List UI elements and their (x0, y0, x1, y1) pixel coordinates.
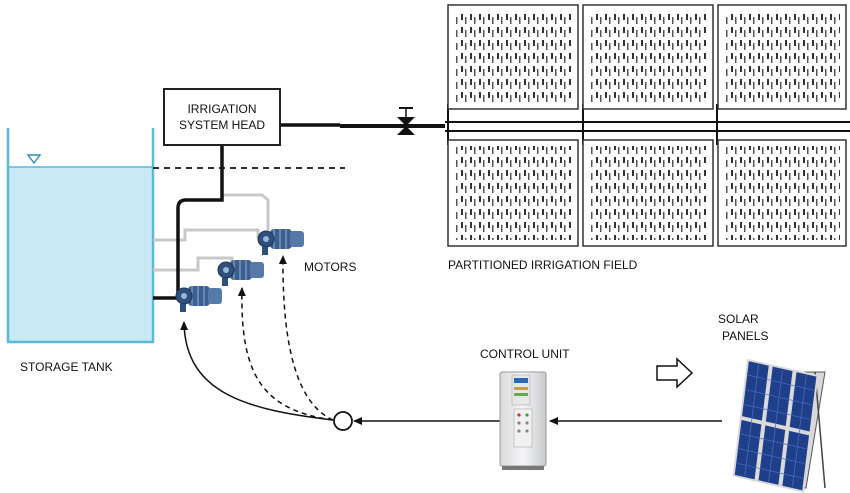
sun-arrow-icon (656, 357, 694, 389)
motors-label: MOTORS (304, 260, 357, 274)
control-unit-label: CONTROL UNIT (480, 347, 570, 361)
active-pipe (153, 123, 340, 300)
field-plot (582, 139, 714, 247)
field-label: PARTITIONED IRRIGATION FIELD (448, 258, 638, 272)
motor-icon (217, 260, 264, 286)
water-level-icon (26, 154, 42, 165)
motor-icon (257, 229, 304, 255)
solar-panels-label-line1: SOLAR (718, 312, 759, 326)
partitioned-field (447, 4, 847, 247)
irrigation-system-head-box: IRRIGATION SYSTEM HEAD (163, 88, 281, 146)
motor-icon (175, 286, 222, 312)
field-plot (447, 139, 579, 247)
main-supply-line (340, 104, 850, 145)
valve-icon (397, 107, 415, 135)
storage-tank-label: STORAGE TANK (20, 360, 113, 374)
solid-signal-line (180, 321, 334, 421)
irrigation-head-label-line2: SYSTEM HEAD (178, 118, 265, 132)
junction-icon (333, 411, 353, 431)
tank-water (8, 167, 153, 342)
dashed-signal-line (278, 255, 334, 421)
dashed-signal-line (237, 287, 334, 421)
irrigation-head-label-line1: IRRIGATION (187, 102, 257, 116)
field-plot (447, 4, 579, 110)
control-signal-lines (180, 255, 334, 421)
control-unit (499, 371, 547, 470)
field-plot (582, 4, 714, 110)
storage-tank (6, 128, 155, 344)
field-plot (717, 4, 847, 110)
tank-walls (6, 128, 155, 344)
field-plot (717, 139, 847, 247)
solar-panel-array (732, 358, 826, 493)
solar-panels-label-line2: PANELS (722, 329, 769, 343)
inactive-pipes (153, 193, 270, 272)
